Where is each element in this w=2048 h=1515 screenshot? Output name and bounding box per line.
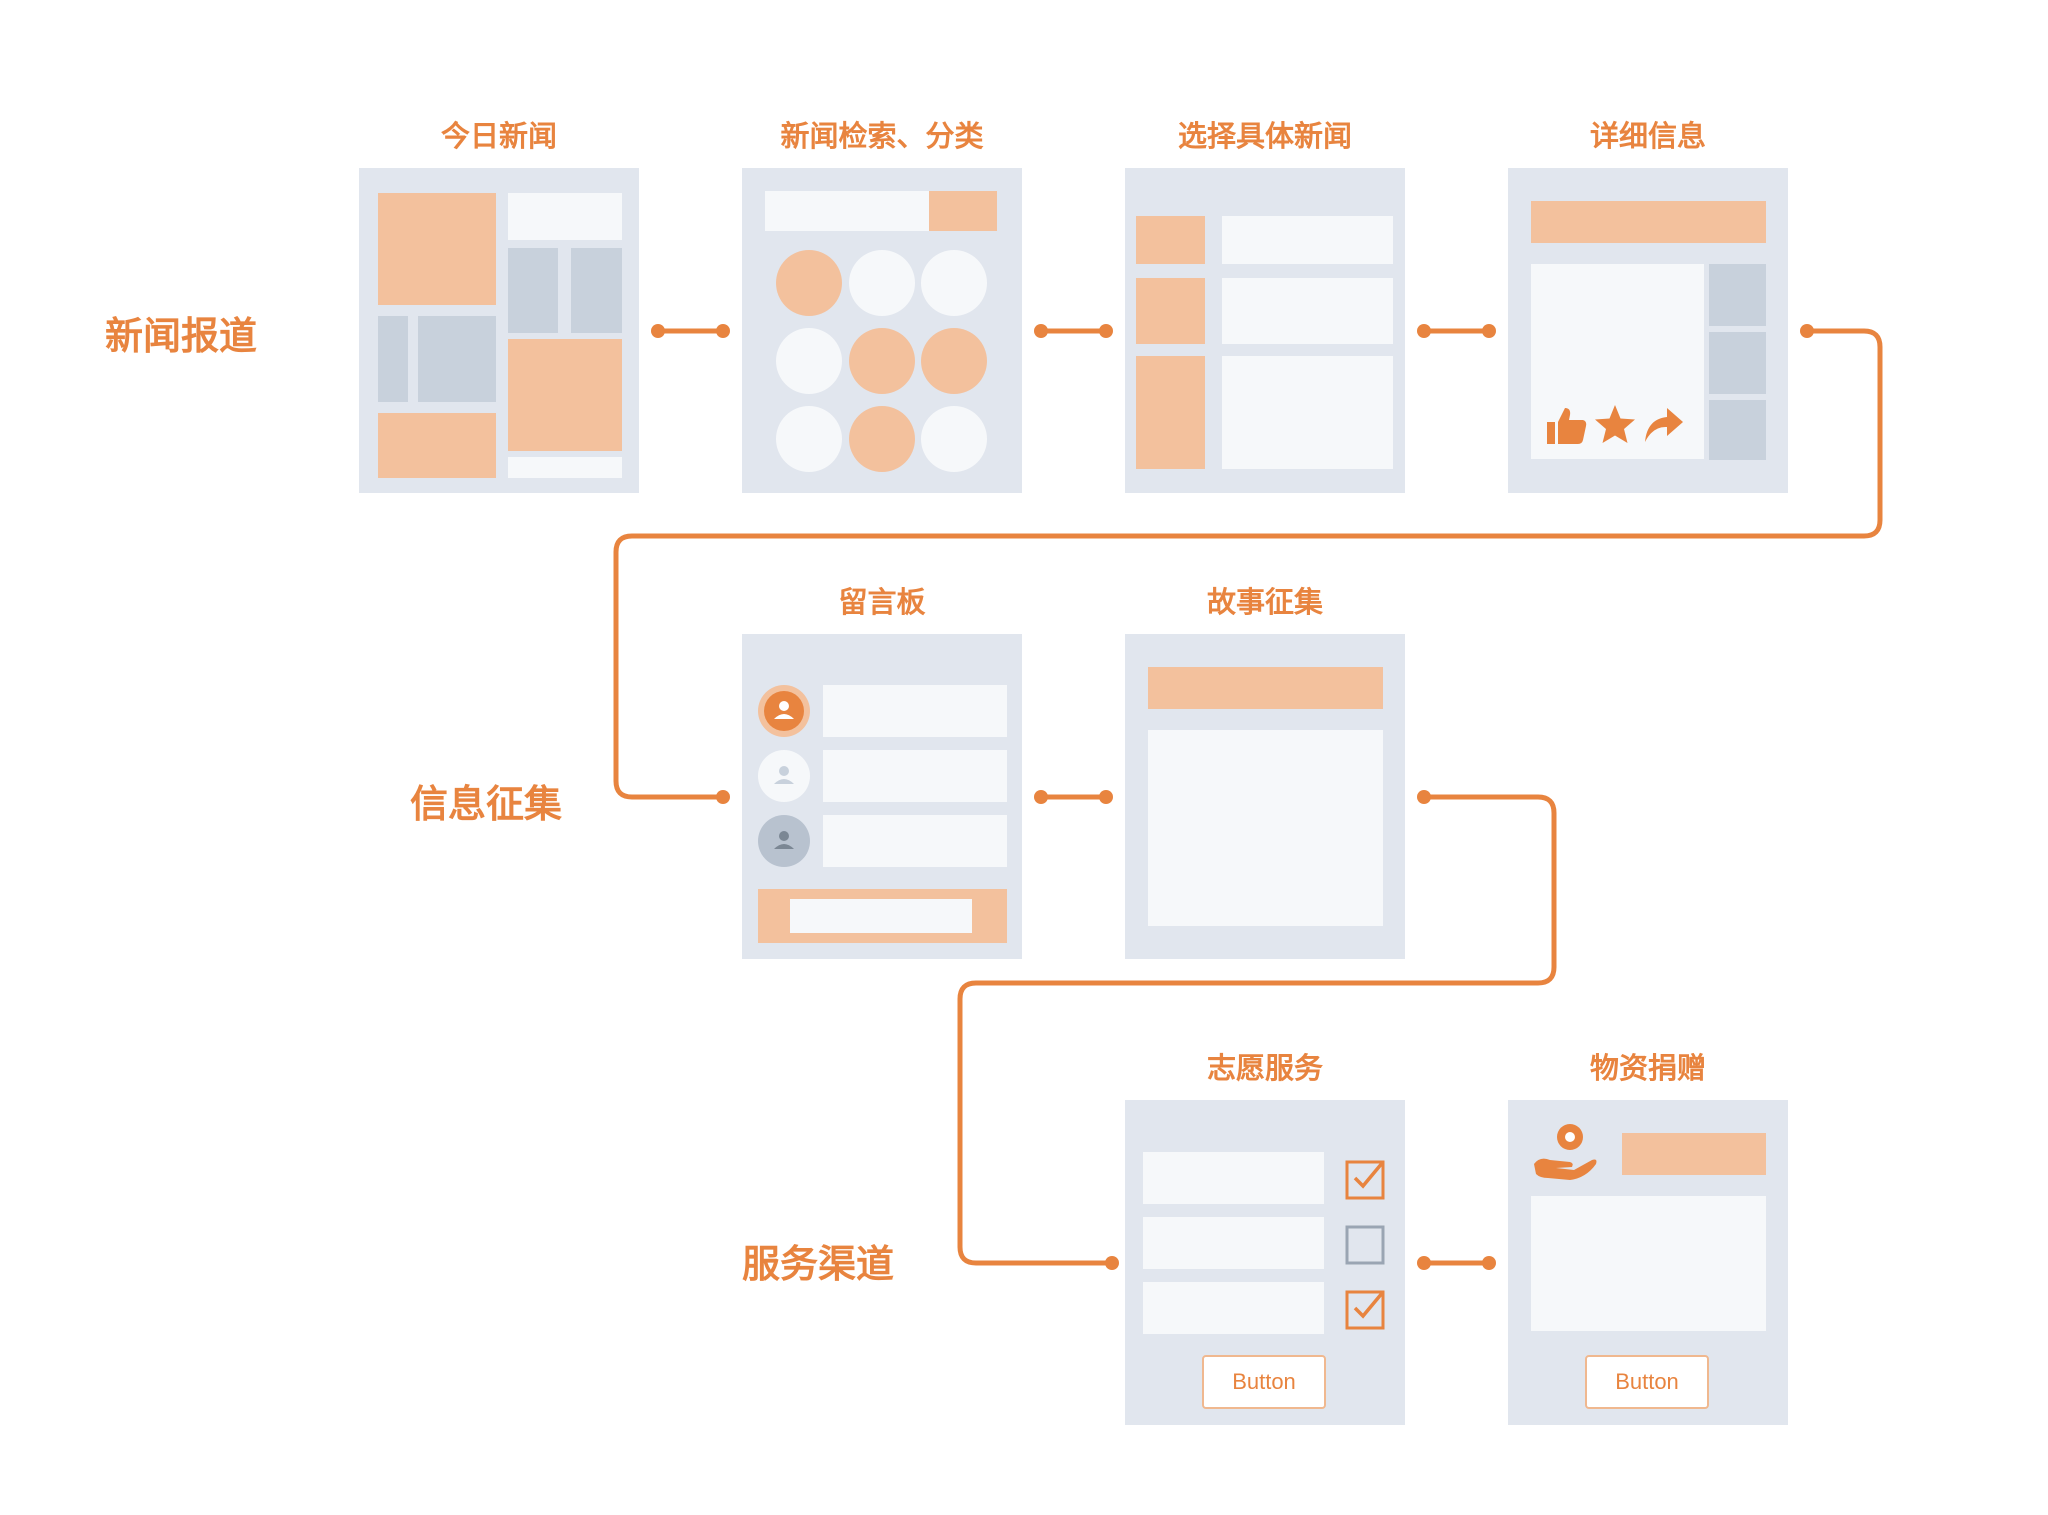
donation-hand-icon bbox=[1534, 1124, 1597, 1180]
today-news-panel bbox=[359, 168, 639, 493]
message-input-field bbox=[790, 899, 972, 933]
category-circle bbox=[849, 250, 915, 316]
news-search-panel bbox=[742, 168, 1022, 493]
news-list-thumb bbox=[1136, 356, 1205, 469]
select-news-panel bbox=[1125, 168, 1405, 493]
connector-dot bbox=[1800, 324, 1814, 338]
checked-checkbox-icon bbox=[1345, 1290, 1385, 1330]
card-title-story-collection: 故事征集 bbox=[1206, 585, 1323, 619]
news-thumb-block bbox=[508, 248, 558, 333]
star-icon bbox=[1595, 405, 1635, 443]
news-image-block bbox=[508, 339, 622, 451]
connector-dot bbox=[716, 324, 730, 338]
donation-header-bar bbox=[1622, 1133, 1766, 1175]
connector-dot bbox=[1034, 790, 1048, 804]
card-title-select-news: 选择具体新闻 bbox=[1177, 119, 1352, 153]
story-content-area bbox=[1148, 730, 1383, 926]
news-text-block bbox=[508, 457, 622, 478]
connector-dot bbox=[1482, 324, 1496, 338]
message-text-block bbox=[823, 815, 1007, 867]
card-title-details: 详细信息 bbox=[1589, 119, 1706, 153]
user-avatar-icon bbox=[758, 685, 810, 737]
news-list-text bbox=[1222, 216, 1393, 264]
connector-dot bbox=[1417, 324, 1431, 338]
message-text-block bbox=[823, 685, 1007, 737]
news-thumb-block bbox=[378, 316, 408, 402]
volunteer-submit-button[interactable]: Button bbox=[1202, 1355, 1326, 1409]
search-input bbox=[765, 191, 929, 231]
detail-header-bar bbox=[1531, 201, 1766, 243]
user-avatar-icon bbox=[758, 815, 810, 867]
connector-path bbox=[957, 794, 1557, 1266]
donation-submit-button[interactable]: Button bbox=[1585, 1355, 1709, 1409]
category-circle bbox=[921, 406, 987, 472]
category-circle bbox=[921, 250, 987, 316]
news-image-block bbox=[378, 193, 496, 305]
connector-dot bbox=[1105, 1256, 1119, 1270]
category-circle bbox=[776, 328, 842, 394]
news-thumb-block bbox=[571, 248, 622, 333]
news-list-text bbox=[1222, 356, 1393, 469]
details-panel bbox=[1508, 168, 1788, 493]
section-label-service-channel: 服务渠道 bbox=[742, 1242, 895, 1286]
card-title-message-board: 留言板 bbox=[838, 585, 926, 619]
news-text-block bbox=[508, 193, 622, 240]
story-header-bar bbox=[1148, 667, 1383, 709]
detail-side-thumb bbox=[1709, 400, 1766, 460]
news-thumb-block bbox=[418, 316, 496, 402]
connector-dot bbox=[651, 324, 665, 338]
detail-side-thumb bbox=[1709, 332, 1766, 394]
unchecked-checkbox-icon bbox=[1345, 1225, 1385, 1265]
volunteer-form-field bbox=[1143, 1217, 1324, 1269]
message-text-block bbox=[823, 750, 1007, 802]
volunteer-form-field bbox=[1143, 1282, 1324, 1334]
story-collection-panel bbox=[1125, 634, 1405, 959]
connector-path bbox=[613, 328, 1883, 800]
connector-dot bbox=[1099, 324, 1113, 338]
card-title-material-donation: 物资捐赠 bbox=[1589, 1051, 1706, 1085]
news-list-thumb bbox=[1136, 216, 1205, 264]
news-list-thumb bbox=[1136, 278, 1205, 344]
share-icon bbox=[1645, 408, 1683, 442]
card-title-volunteer-service: 志愿服务 bbox=[1206, 1051, 1323, 1085]
donation-content-area bbox=[1531, 1196, 1766, 1331]
connector-dot bbox=[1034, 324, 1048, 338]
section-label-news-report: 新闻报道 bbox=[105, 314, 258, 358]
connector-dot bbox=[716, 790, 730, 804]
thumbs-up-icon bbox=[1547, 408, 1587, 444]
category-circle bbox=[776, 406, 842, 472]
user-avatar-icon bbox=[758, 750, 810, 802]
connector-dot bbox=[1482, 1256, 1496, 1270]
connector-dot bbox=[1099, 790, 1113, 804]
message-board-panel bbox=[742, 634, 1022, 959]
volunteer-service-panel: Button bbox=[1125, 1100, 1405, 1425]
category-circle bbox=[849, 328, 915, 394]
news-list-text bbox=[1222, 278, 1393, 344]
connector-dot bbox=[1417, 1256, 1431, 1270]
category-circle bbox=[921, 328, 987, 394]
news-image-block bbox=[378, 413, 496, 478]
search-button bbox=[929, 191, 997, 231]
detail-side-thumb bbox=[1709, 264, 1766, 326]
category-circle bbox=[776, 250, 842, 316]
volunteer-form-field bbox=[1143, 1152, 1324, 1204]
checked-checkbox-icon bbox=[1345, 1160, 1385, 1200]
card-title-today-news: 今日新闻 bbox=[440, 119, 557, 153]
category-circle bbox=[849, 406, 915, 472]
material-donation-panel: Button bbox=[1508, 1100, 1788, 1425]
connector-dot bbox=[1417, 790, 1431, 804]
section-label-info-collection: 信息征集 bbox=[410, 782, 563, 826]
card-title-news-search: 新闻检索、分类 bbox=[780, 119, 984, 153]
